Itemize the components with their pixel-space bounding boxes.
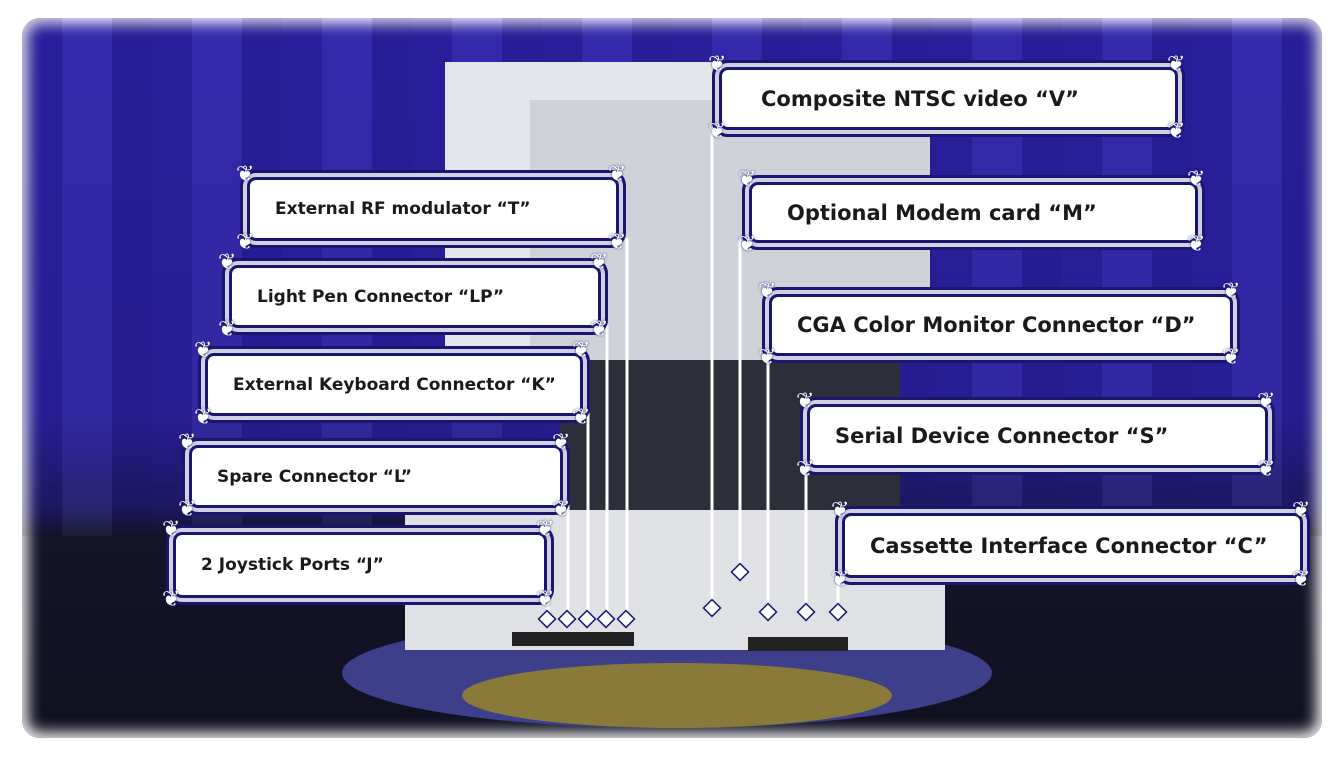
- ornament-icon: ❦: [1167, 119, 1186, 144]
- diamond-marker: [537, 609, 557, 629]
- ornament-icon: ❦: [162, 517, 181, 542]
- label-serial: Serial Device Connector “S”: [807, 404, 1268, 468]
- ornament-icon: ❦: [796, 457, 815, 482]
- turntable: [462, 663, 892, 728]
- left-port-row: [512, 632, 634, 646]
- label-cga-monitor: CGA Color Monitor Connector “D”: [769, 294, 1233, 356]
- ornament-icon: ❦: [552, 430, 571, 455]
- diamond-marker: [557, 609, 577, 629]
- label-text: Serial Device Connector “S”: [835, 424, 1169, 448]
- label-text: Spare Connector “L”: [217, 466, 412, 487]
- ornament-icon: ❦: [831, 498, 850, 523]
- label-modem: Optional Modem card “M”: [749, 182, 1198, 243]
- label-text: 2 Joystick Ports “J”: [201, 555, 384, 575]
- ornament-icon: ❦: [758, 345, 777, 370]
- ornament-icon: ❦: [1222, 279, 1241, 304]
- label-composite-video: Composite NTSC video “V”: [719, 67, 1178, 130]
- ornament-icon: ❦: [536, 587, 555, 612]
- ornament-icon: ❦: [236, 230, 255, 255]
- ornament-icon: ❦: [738, 232, 757, 257]
- ornament-icon: ❦: [236, 162, 255, 187]
- label-text: External RF modulator “T”: [275, 199, 531, 219]
- ornament-icon: ❦: [608, 230, 627, 255]
- ornament-icon: ❦: [178, 497, 197, 522]
- label-text: CGA Color Monitor Connector “D”: [797, 313, 1196, 337]
- diamond-marker: [577, 609, 597, 629]
- label-text: Cassette Interface Connector “C”: [870, 533, 1268, 558]
- ornament-icon: ❦: [590, 250, 609, 275]
- ornament-icon: ❦: [758, 279, 777, 304]
- diamond-marker: [730, 562, 750, 582]
- ornament-icon: ❦: [1187, 232, 1206, 257]
- ornament-icon: ❦: [218, 317, 237, 342]
- ornament-icon: ❦: [178, 430, 197, 455]
- ornament-icon: ❦: [218, 250, 237, 275]
- label-joystick: 2 Joystick Ports “J”: [173, 532, 547, 598]
- ornament-icon: ❦: [1167, 52, 1186, 77]
- diamond-marker: [702, 598, 722, 618]
- diamond-marker: [758, 602, 778, 622]
- ornament-icon: ❦: [162, 587, 181, 612]
- ornament-icon: ❦: [1257, 389, 1276, 414]
- ornament-icon: ❦: [1222, 345, 1241, 370]
- label-rf-modulator: External RF modulator “T”: [247, 177, 619, 241]
- ornament-icon: ❦: [572, 338, 591, 363]
- ornament-icon: ❦: [552, 497, 571, 522]
- ornament-icon: ❦: [1187, 167, 1206, 192]
- label-text: Composite NTSC video “V”: [761, 86, 1079, 111]
- ornament-icon: ❦: [1257, 457, 1276, 482]
- label-cassette: Cassette Interface Connector “C”: [842, 513, 1303, 578]
- label-keyboard: External Keyboard Connector “K”: [205, 353, 583, 416]
- label-spare: Spare Connector “L”: [189, 445, 563, 508]
- label-text: Optional Modem card “M”: [787, 200, 1097, 225]
- ornament-icon: ❦: [708, 119, 727, 144]
- ornament-icon: ❦: [572, 405, 591, 430]
- diamond-marker: [596, 609, 616, 629]
- ornament-icon: ❦: [194, 405, 213, 430]
- ornament-icon: ❦: [1292, 567, 1311, 592]
- ornament-icon: ❦: [1292, 498, 1311, 523]
- ornament-icon: ❦: [708, 52, 727, 77]
- label-text: Light Pen Connector “LP”: [257, 286, 505, 307]
- ornament-icon: ❦: [194, 338, 213, 363]
- ornament-icon: ❦: [831, 567, 850, 592]
- ornament-icon: ❦: [590, 317, 609, 342]
- ornament-icon: ❦: [796, 389, 815, 414]
- ornament-icon: ❦: [608, 162, 627, 187]
- diamond-marker: [796, 602, 816, 622]
- right-port-row: [748, 637, 848, 651]
- ornament-icon: ❦: [536, 517, 555, 542]
- ornament-icon: ❦: [738, 167, 757, 192]
- diamond-marker: [616, 609, 636, 629]
- label-light-pen: Light Pen Connector “LP”: [229, 265, 601, 328]
- label-text: External Keyboard Connector “K”: [233, 374, 556, 395]
- diamond-marker: [828, 602, 848, 622]
